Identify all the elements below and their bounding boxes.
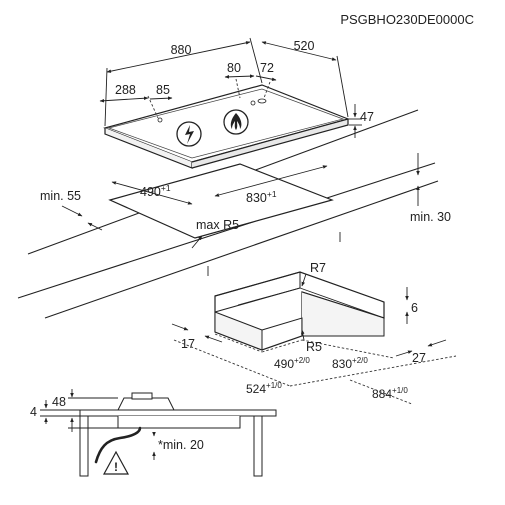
frame-inner-width-label: 830+2/0 — [332, 356, 368, 371]
frame-profile — [214, 271, 385, 351]
hob-gas-y-label: 72 — [260, 61, 274, 75]
frame-outer-width-label: 884+1/0 — [372, 386, 408, 401]
section-min-below-label: *min. 20 — [158, 438, 204, 452]
hob-connector-a-label: 85 — [156, 83, 170, 97]
hob-gas-x-label: 80 — [227, 61, 241, 75]
frame-side-right-label: 27 — [412, 351, 426, 365]
cutout-min-front-label: min. 55 — [40, 189, 81, 203]
cutout-depth-label: 490+1 — [140, 183, 171, 199]
frame-outer-radius-label: R7 — [310, 261, 326, 275]
cutout-width-label: 830+1 — [246, 189, 277, 205]
section-view: ! — [79, 392, 277, 477]
flame-icon — [230, 113, 242, 130]
svg-text:!: ! — [114, 460, 118, 474]
product-code: PSGBHO230DE0000C — [340, 12, 474, 27]
frame-outer-depth-label: 524+1/0 — [246, 381, 282, 396]
section-total-label: 48 — [52, 395, 66, 409]
section-glass-label: 4 — [30, 405, 37, 419]
hob-depth-label: 520 — [294, 39, 315, 53]
cutout-radius-label: max R5 — [196, 218, 239, 232]
lightning-icon — [185, 125, 194, 144]
hob-width-label: 880 — [171, 43, 192, 57]
cutout-min-rear-label: min. 30 — [410, 210, 451, 224]
hob-left-offset-label: 288 — [115, 83, 136, 97]
hob-illustration — [103, 84, 350, 169]
frame-lip-label: 6 — [411, 301, 418, 315]
warning-icon — [102, 450, 130, 475]
frame-inner-depth-label: 490+2/0 — [274, 356, 310, 371]
hob-height-label: 47 — [360, 110, 374, 124]
frame-side-left-label: 17 — [181, 337, 195, 351]
frame-inner-radius-label: R5 — [306, 340, 322, 354]
